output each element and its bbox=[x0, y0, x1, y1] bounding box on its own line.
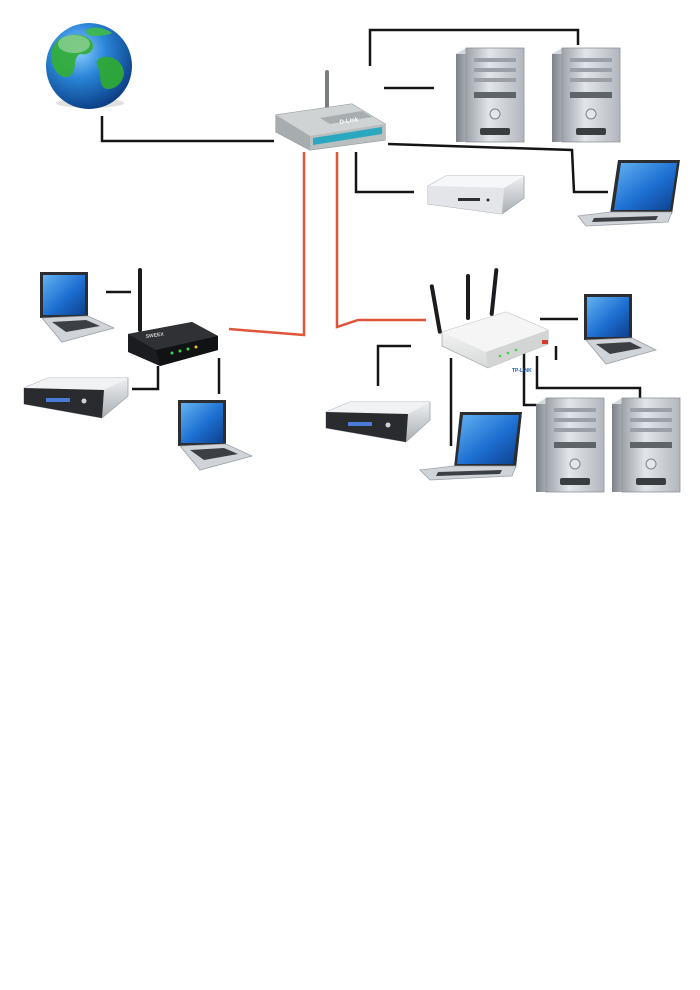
laptop-icon bbox=[577, 160, 680, 227]
cable-right-router-to-stb bbox=[376, 344, 411, 386]
laptop-icon bbox=[40, 272, 116, 343]
ethernet-cables bbox=[100, 28, 642, 446]
globe-icon bbox=[46, 23, 132, 109]
right-router-brand: TP-LINK bbox=[512, 368, 532, 374]
left-router-brand: SWEEX bbox=[145, 331, 164, 340]
uplink-cables bbox=[228, 152, 426, 337]
laptop-icon bbox=[584, 294, 658, 365]
laptop-icon bbox=[178, 400, 254, 471]
laptop-icon bbox=[419, 412, 522, 481]
desktop-tower-icon bbox=[612, 397, 681, 493]
left-router: SWEEX bbox=[128, 268, 218, 366]
desktop-tower-icon bbox=[536, 397, 605, 493]
main-router-brand: D-Link bbox=[339, 117, 359, 126]
antenna-icon bbox=[325, 70, 329, 118]
cable-internet-to-main-router bbox=[100, 116, 274, 143]
uplink-main-to-right-router bbox=[335, 152, 426, 329]
main-router: D-Link bbox=[275, 70, 386, 151]
uplink-main-to-left-router bbox=[228, 152, 306, 337]
desktop-tower-icon bbox=[456, 47, 525, 143]
cable-main-router-to-stb bbox=[354, 152, 414, 194]
antenna-icon bbox=[466, 274, 470, 320]
cable-right-router-to-tower-right bbox=[535, 356, 642, 398]
right-router: TP-LINK bbox=[429, 268, 549, 374]
cable-main-router-to-laptop bbox=[387, 142, 608, 194]
set-top-box-icon bbox=[325, 401, 431, 443]
antenna-icon bbox=[429, 284, 442, 334]
set-top-box-icon bbox=[23, 377, 129, 419]
antenna-icon bbox=[138, 268, 142, 332]
desktop-tower-icon bbox=[552, 47, 621, 143]
set-top-box-icon bbox=[427, 175, 525, 215]
cable-left-router-to-stb bbox=[132, 366, 160, 391]
cable-main-router-to-tower-right bbox=[368, 28, 580, 66]
cable-right-router-to-tower-left bbox=[522, 350, 540, 407]
antenna-icon bbox=[489, 268, 499, 316]
